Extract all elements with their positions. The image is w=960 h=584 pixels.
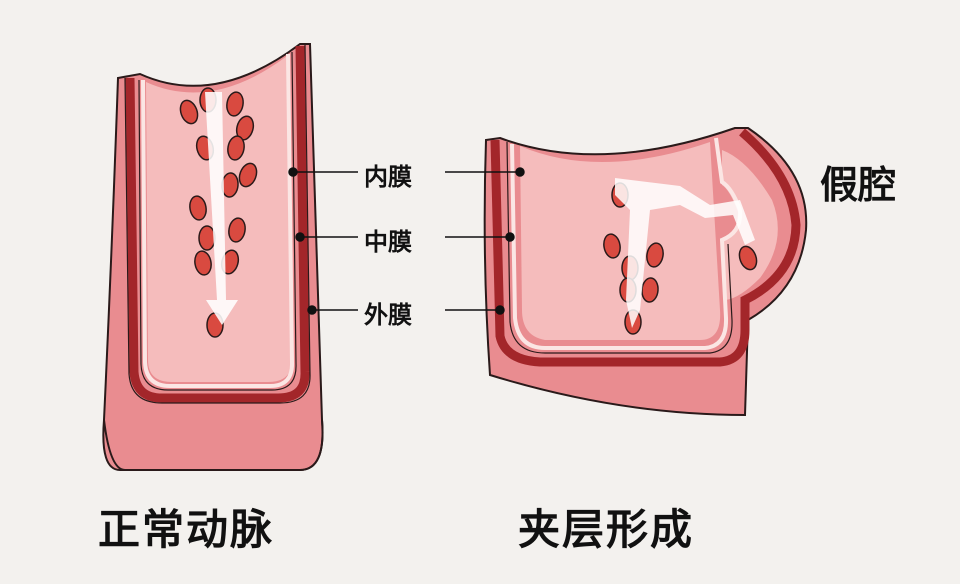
red-blood-cell [226,91,244,117]
red-blood-cell [238,162,258,188]
label-intima: 内膜 [364,163,412,191]
dissected-artery [483,127,808,417]
caption-normal-artery: 正常动脉 [98,505,275,554]
normal-artery-intima [141,53,295,388]
dissected-artery-lumen [520,142,721,340]
normal-artery [102,43,324,471]
red-blood-cell [194,250,212,276]
red-blood-cell [228,217,246,243]
dissected-artery-media [490,128,801,367]
blood-flow-arrow-normal [205,92,238,325]
label-media: 中膜 [364,228,412,256]
red-blood-cell [738,245,758,271]
caption-dissection: 夹层形成 [518,505,695,554]
red-blood-cell [646,242,664,268]
leader-lines [288,167,525,315]
red-blood-cell [603,233,621,259]
false-lumen [722,150,778,300]
blood-flow-arrow-dissection [615,178,755,328]
red-blood-cell [198,225,216,251]
red-blood-cell [189,195,207,221]
red-blood-cell [179,99,199,125]
red-blood-cell [227,135,245,161]
normal-artery-media [125,45,310,403]
label-adventitia: 外膜 [364,301,412,329]
dissected-intimal-flap [510,137,743,350]
label-false-lumen: 假腔 [820,163,897,207]
